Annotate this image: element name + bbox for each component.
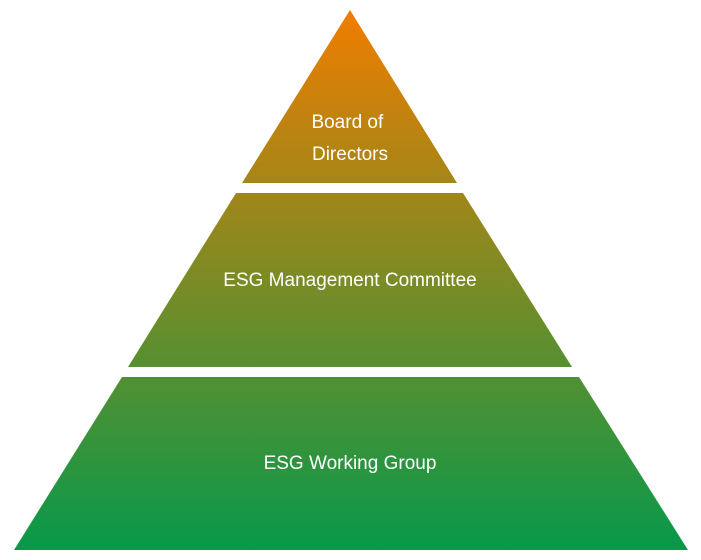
tier-label-board-of-directors: Board of Directors bbox=[311, 112, 388, 165]
tier-esg-working-group bbox=[14, 377, 688, 550]
tier-label-esg-working-group: ESG Working Group bbox=[264, 453, 437, 474]
tier-label-esg-management-committee: ESG Management Committee bbox=[223, 270, 476, 291]
tier-board-of-directors bbox=[242, 10, 457, 183]
tier-esg-management-committee bbox=[128, 193, 572, 367]
